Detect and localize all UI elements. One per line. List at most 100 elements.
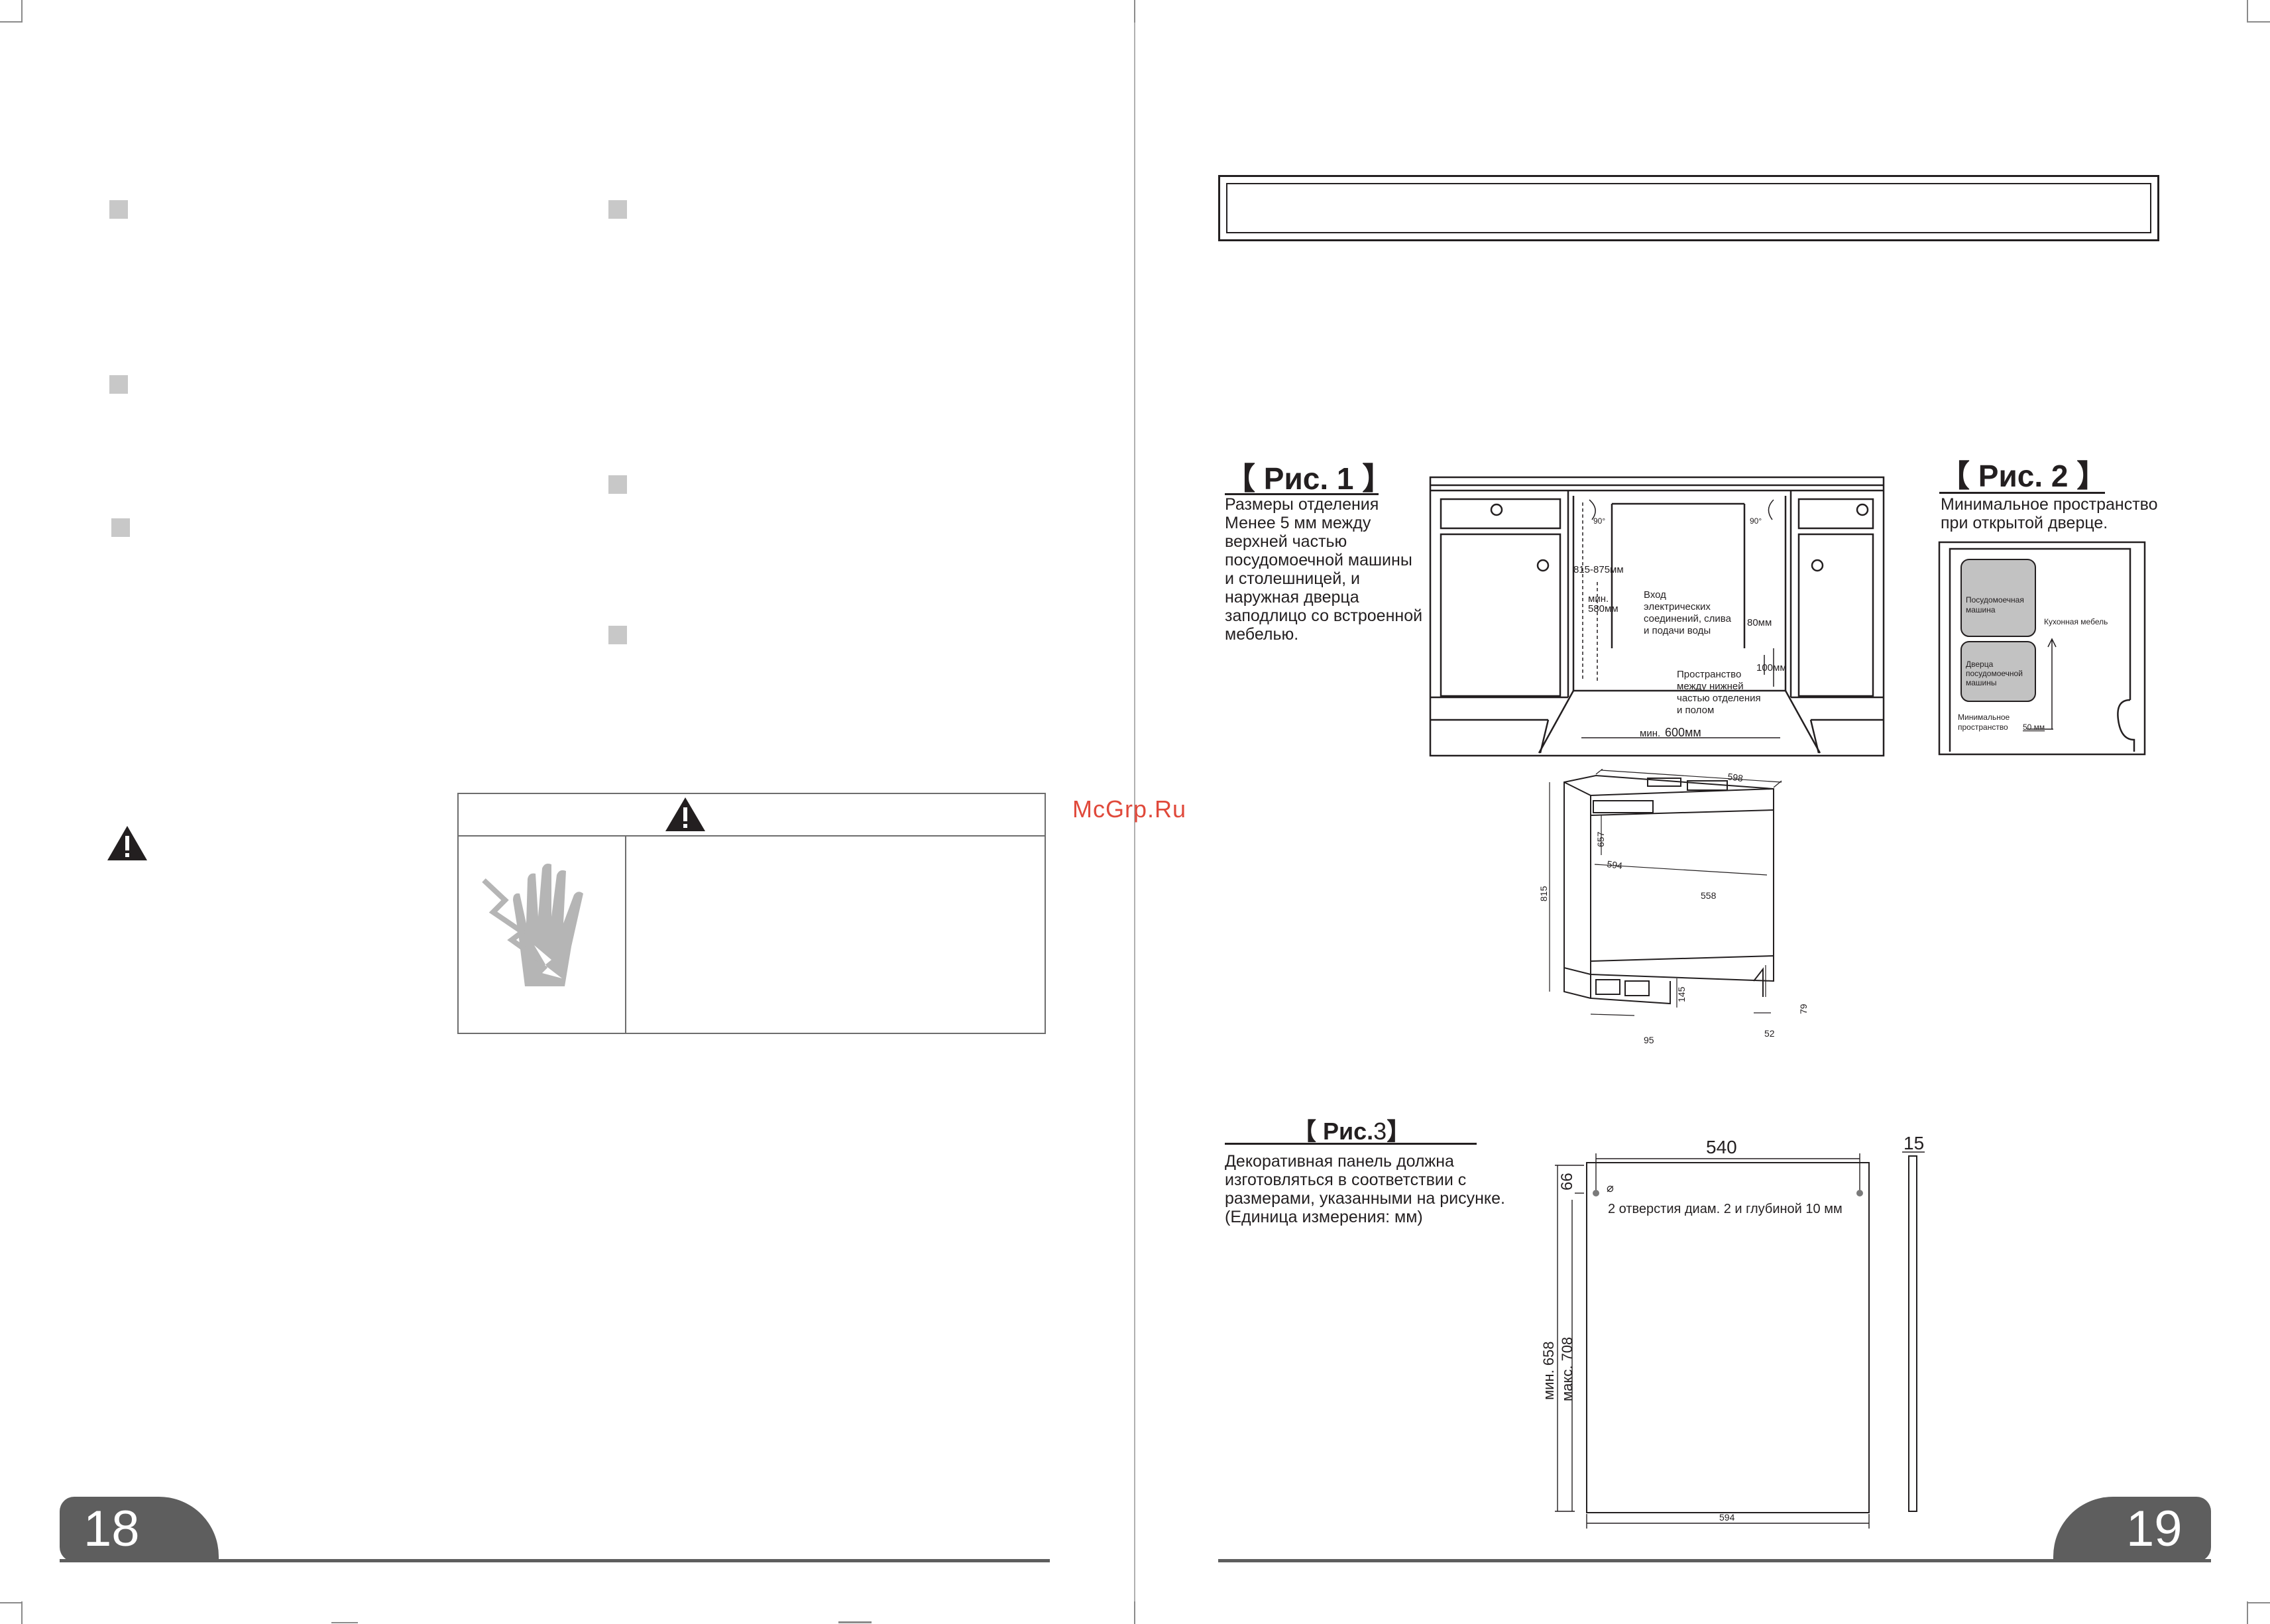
fig2-min-space-line: Минимальное [1958, 713, 2010, 722]
crop-mark-top-right [2247, 0, 2248, 23]
fig1-cabinet-diagram: 90° 90° 815-875мм мин. 580мм Вход электр… [1429, 476, 1885, 757]
warning-triangle-icon [665, 797, 705, 831]
fig1-line: заподлицо со встроенной [1225, 607, 1423, 625]
fig1-line: Размеры отделения [1225, 495, 1379, 514]
fig1-inlet-line: Вход [1644, 589, 1666, 601]
crop-mark-top-left [21, 0, 23, 23]
fig2-line: при открытой дверце. [1941, 514, 2108, 532]
dim-52: 52 [1764, 1028, 1775, 1039]
bullet-marker [608, 200, 627, 219]
dim-657: 657 [1595, 831, 1606, 847]
footer-rule-left [60, 1559, 1050, 1562]
fig1-line: наружная дверца [1225, 588, 1359, 607]
dishwasher-dimension-drawing: 598 657 594 558 815 145 79 52 95 [1538, 769, 1809, 1045]
fig1-inlet-line: соединений, слива [1644, 613, 1732, 624]
electric-shock-hand-icon [482, 863, 583, 986]
fig2-line: Минимальное пространство [1941, 495, 2158, 514]
fig1-description: Размеры отделения Менее 5 мм между верхн… [1225, 495, 1422, 644]
fig1-space-line: частью отделения [1677, 693, 1761, 704]
fig1-80mm-label: 80мм [1747, 617, 1772, 628]
dim-815: 815 [1538, 886, 1549, 901]
bullet-marker [111, 518, 130, 537]
fig1-min-label: мин. [1588, 593, 1609, 605]
crop-mark-right-bottom [2247, 1602, 2270, 1603]
page-spine [1134, 23, 1135, 1601]
fig1-inlet-line: и подачи воды [1644, 625, 1711, 636]
dim-558: 558 [1701, 890, 1717, 901]
fig2-furniture-label: Кухонная мебель [2044, 617, 2108, 626]
fig3-holes-note: 2 отверстия диам. 2 и глубиной 10 мм [1608, 1202, 1843, 1216]
fig1-100mm-label: 100мм [1756, 662, 1787, 673]
crop-mark-right-top [2247, 21, 2270, 23]
fig2-machine-line: Посудомоечная [1966, 595, 2024, 605]
fig2-machine-line: машина [1966, 605, 1996, 614]
fig3-title-suffix: 】 [1387, 1118, 1411, 1145]
bullet-marker [109, 375, 128, 394]
fig2-door-line: Дверца [1966, 660, 1994, 669]
page-number-19: 19 [2053, 1497, 2211, 1562]
fig3-max-height: макс. 708 [1559, 1337, 1575, 1401]
fig3-title-rule [1225, 1143, 1477, 1145]
fig2-min-value: 50 мм [2023, 723, 2045, 732]
fig2-door-line: посудомоечной [1966, 669, 2023, 678]
fig2-description: Минимальное пространство при открытой дв… [1941, 495, 2158, 532]
fig2-title-rule [1939, 492, 2105, 494]
fig2-door-clearance-diagram: Посудомоечная машина Кухонная мебель Две… [1938, 541, 2146, 756]
section-header-box [1218, 175, 2159, 241]
fig3-min-height: мин. 658 [1540, 1342, 1557, 1401]
warning-triangle-icon [107, 826, 147, 860]
fig3-title-prefix: 【 Рис. [1292, 1118, 1374, 1145]
fig3-title: 【 Рис.3】 [1292, 1112, 1410, 1147]
fig1-space-line: и полом [1677, 705, 1714, 716]
dim-145: 145 [1676, 986, 1687, 1002]
fig3-thickness: 15 [1903, 1133, 1924, 1153]
fig1-line: и столешницей, и [1225, 569, 1361, 588]
bullet-marker [608, 475, 627, 494]
watermark: McGrp.Ru [1072, 795, 1187, 823]
crop-mark-left-bottom [0, 1602, 23, 1603]
dim-95: 95 [1644, 1035, 1654, 1045]
crop-mark-bottom-right [2247, 1601, 2248, 1624]
fig1-angle-right: 90° [1750, 516, 1762, 526]
fig1-width-prefix: мин. [1640, 728, 1660, 739]
fig1-line: Менее 5 мм между [1225, 514, 1371, 532]
fig1-line: мебелью. [1225, 625, 1299, 644]
fig3-line: размерами, указанными на рисунке. [1225, 1189, 1505, 1208]
fig1-height-label: 815-875мм [1573, 564, 1624, 575]
fig1-title-rule [1225, 493, 1379, 495]
fig3-description: Декоративная панель должна изготовляться… [1225, 1152, 1505, 1226]
fig3-panel-drawing: 540 15 66 ⌀ 2 отверстия диам. 2 и глубин… [1540, 1133, 1925, 1529]
fig2-min-space-line: пространство [1958, 723, 2008, 732]
fig1-angle-left: 90° [1593, 516, 1605, 526]
fig3-line: Декоративная панель должна [1225, 1152, 1454, 1171]
fig3-line: изготовляться в соответствии с [1225, 1171, 1467, 1189]
fig3-width-top: 540 [1706, 1137, 1737, 1157]
bullet-marker [109, 200, 128, 219]
dim-79: 79 [1798, 1004, 1809, 1014]
crop-mark-bottom-center [1134, 1601, 1135, 1624]
fig1-inlet-line: электрических [1644, 601, 1711, 612]
footer-rule-right [1218, 1559, 2211, 1562]
crop-mark-left-top [0, 21, 23, 23]
fig1-space-line: между нижней [1677, 681, 1744, 692]
fig1-space-line: Пространство [1677, 669, 1741, 680]
fig2-door-line: машины [1966, 678, 1997, 687]
crop-mark-bottom-stub-b [838, 1621, 872, 1623]
section-header-inner [1226, 183, 2151, 233]
dim-598: 598 [1727, 771, 1744, 783]
fig1-title: 【 Рис. 1 】 [1225, 461, 1393, 496]
warning-box-header [459, 794, 1045, 837]
fig1-min-value: 580мм [1588, 603, 1618, 614]
fig3-diameter: ⌀ [1607, 1181, 1614, 1194]
fig1-line: верхней частью [1225, 532, 1347, 551]
warning-box-divider [625, 835, 626, 1033]
fig3-offset: 66 [1558, 1173, 1576, 1190]
fig1-width-value: 600мм [1665, 726, 1701, 739]
crop-mark-top-center [1134, 0, 1135, 23]
fig3-width-bottom: 594 [1719, 1512, 1735, 1523]
warning-box [457, 793, 1046, 1034]
page-number-18: 18 [60, 1497, 219, 1562]
fig1-line: посудомоечной машины [1225, 551, 1412, 569]
fig2-title: 【 Рис. 2 】 [1939, 459, 2108, 493]
dim-594: 594 [1607, 858, 1624, 871]
